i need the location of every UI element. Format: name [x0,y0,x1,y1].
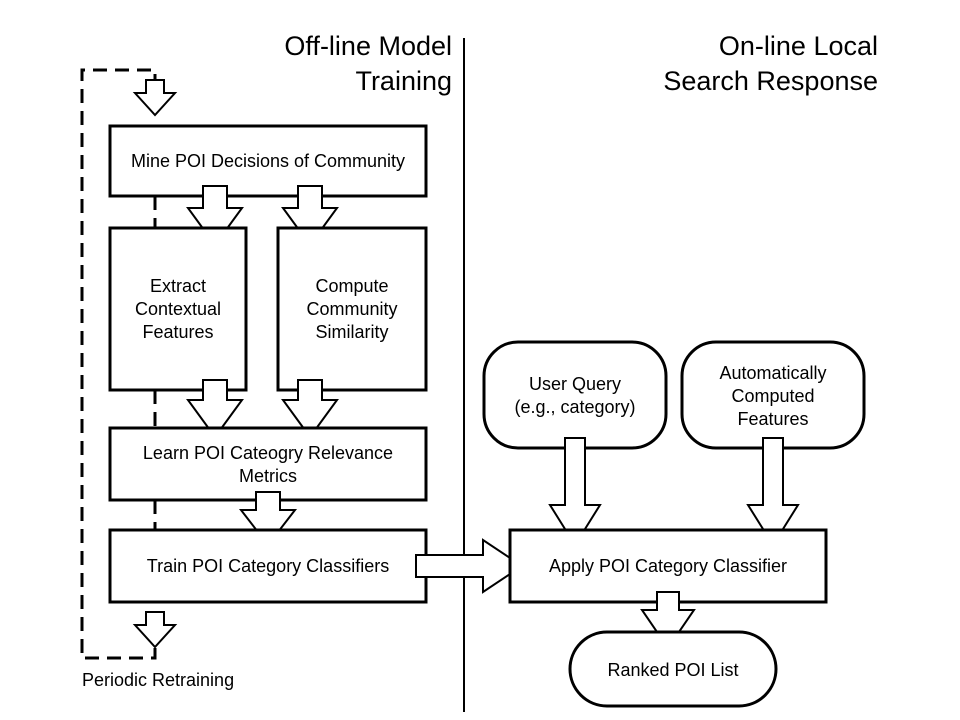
learn-label-line1: Learn POI Cateogry Relevance [143,443,393,463]
extract-label-line2: Contextual [135,299,221,319]
auto-features-line3: Features [737,409,808,429]
compute-similarity-box [276,226,428,392]
arrow-compute-to-learn [281,379,339,439]
online-header-line1: On-line Local [719,31,878,61]
retraining-loop [80,68,157,660]
retraining-exit-arrow [132,611,178,649]
ranked-poi-list-label: Ranked POI List [607,660,738,680]
compute-label-line3: Similarity [315,322,388,342]
train-classifiers-label: Train POI Category Classifiers [147,556,389,576]
online-header-line2: Search Response [663,66,878,96]
compute-label-line2: Community [306,299,397,319]
extract-label-line3: Features [142,322,213,342]
offline-header-line2: Training [355,66,452,96]
mine-poi-decisions-label: Mine POI Decisions of Community [131,151,405,171]
periodic-retraining-label: Periodic Retraining [82,670,234,690]
retraining-entry-arrow [132,79,178,117]
learn-label-line2: Metrics [239,466,297,486]
train-classifiers-box [108,528,428,604]
extract-label-line1: Extract [150,276,206,296]
learn-relevance-box [108,426,428,502]
auto-features-line2: Computed [731,386,814,406]
auto-features-line1: Automatically [719,363,826,383]
arrow-learn-to-train [238,491,298,547]
apply-classifier-label: Apply POI Category Classifier [549,556,787,576]
ranked-poi-list-box [568,630,778,708]
user-query-box [482,340,668,450]
compute-label-line1: Compute [315,276,388,296]
extract-features-box [108,226,248,392]
offline-header-line1: Off-line Model [284,31,452,61]
arrow-extract-to-learn [186,379,244,439]
arrow-apply-to-ranked [640,591,696,650]
arrow-train-to-apply [415,538,524,594]
mine-poi-decisions-box [108,124,428,198]
arrow-features-to-apply [746,437,800,547]
user-query-line2: (e.g., category) [514,397,635,417]
user-query-line1: User Query [529,374,621,394]
arrow-query-to-apply [548,437,602,547]
